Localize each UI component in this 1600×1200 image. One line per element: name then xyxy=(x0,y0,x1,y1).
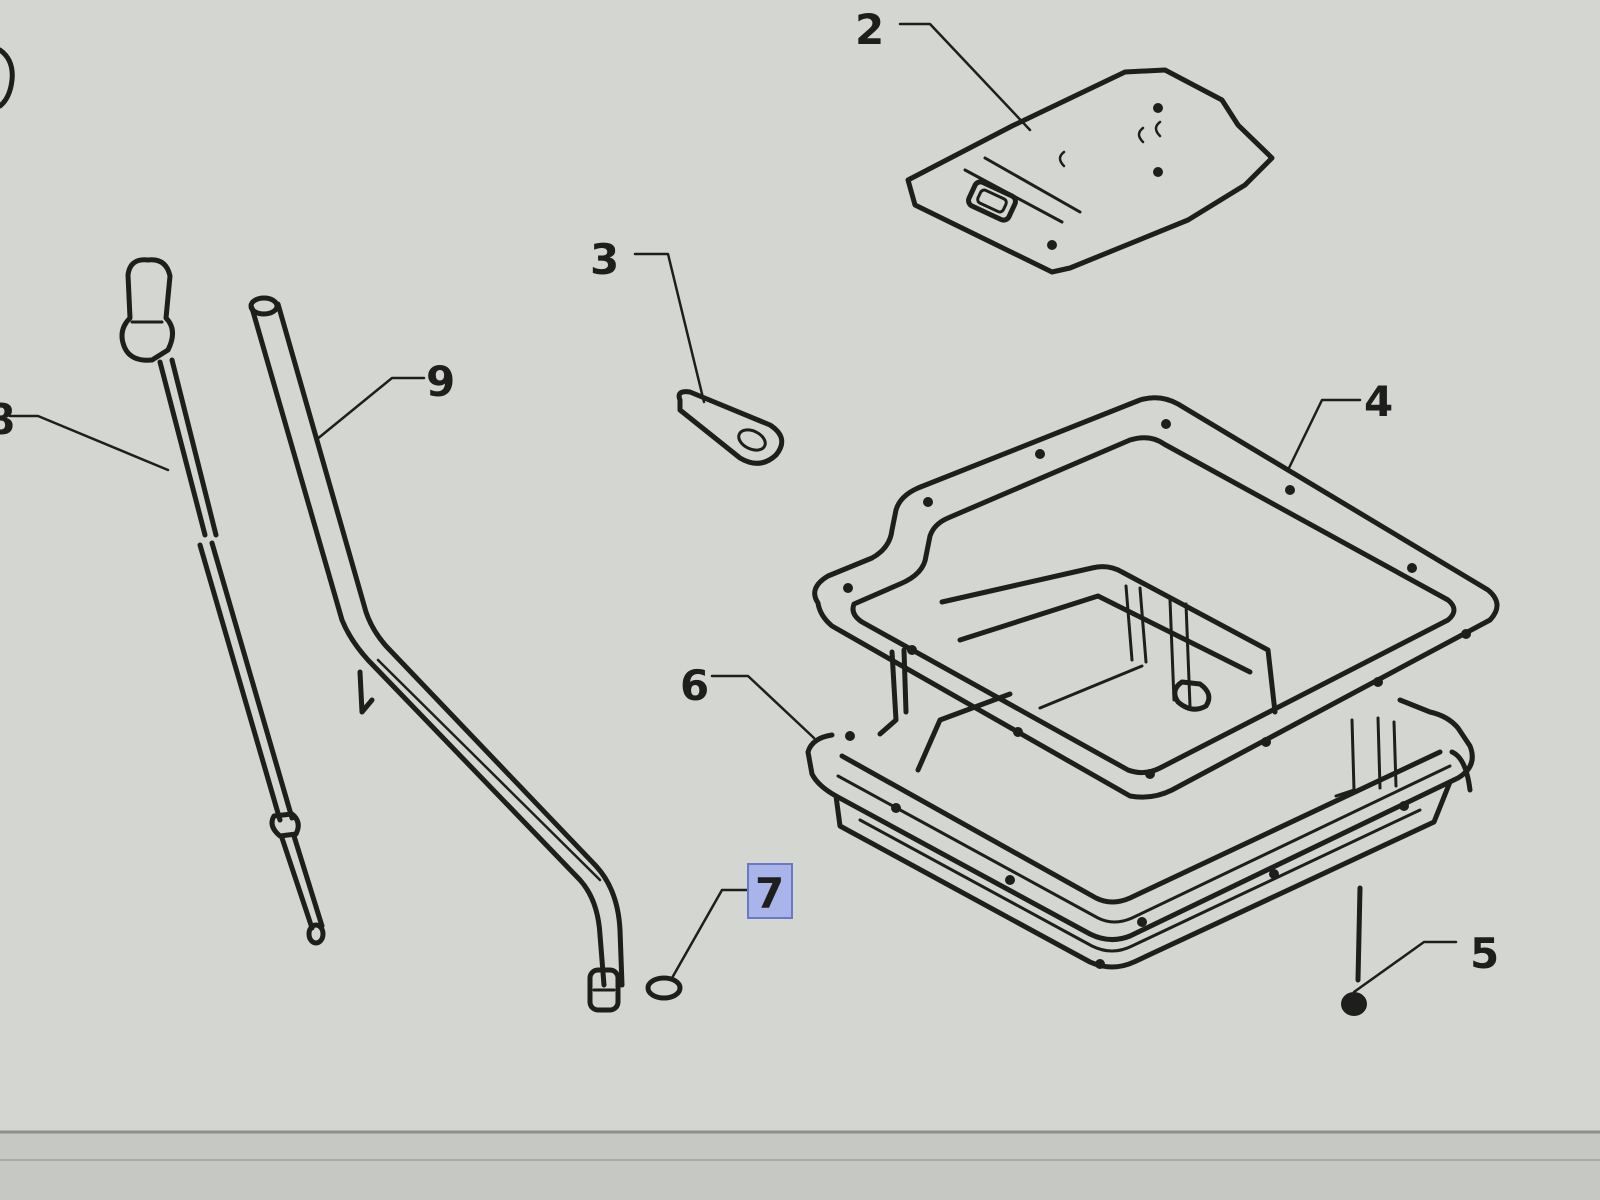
leader-lines xyxy=(8,22,1458,994)
part-5-bolt[interactable] xyxy=(1341,885,1367,1016)
callout-6[interactable]: 6 xyxy=(680,661,709,710)
callout-3[interactable]: 3 xyxy=(590,235,619,284)
part-4-pan-gasket[interactable] xyxy=(812,395,1500,800)
part-9-tube[interactable] xyxy=(248,295,625,1013)
part-2-plate[interactable] xyxy=(905,67,1275,275)
part-8-dipstick[interactable] xyxy=(119,257,326,946)
callout-7[interactable]: 7 xyxy=(755,869,784,918)
callout-7-highlight xyxy=(747,863,793,919)
part-3-gasket[interactable] xyxy=(676,389,785,466)
part-6-oil-pan[interactable] xyxy=(805,564,1475,970)
callout-5[interactable]: 5 xyxy=(1470,929,1499,978)
part-7-o-ring[interactable] xyxy=(645,975,683,1001)
callout-2[interactable]: 2 xyxy=(855,5,884,54)
callouts: 2 3 4 5 6 7 8 9 xyxy=(0,5,1499,978)
callout-9[interactable]: 9 xyxy=(426,357,455,406)
bottom-toolbar xyxy=(0,1132,1600,1200)
callout-4[interactable]: 4 xyxy=(1364,377,1393,426)
callout-8[interactable]: 8 xyxy=(0,395,15,444)
cropped-part-edge xyxy=(0,47,15,109)
